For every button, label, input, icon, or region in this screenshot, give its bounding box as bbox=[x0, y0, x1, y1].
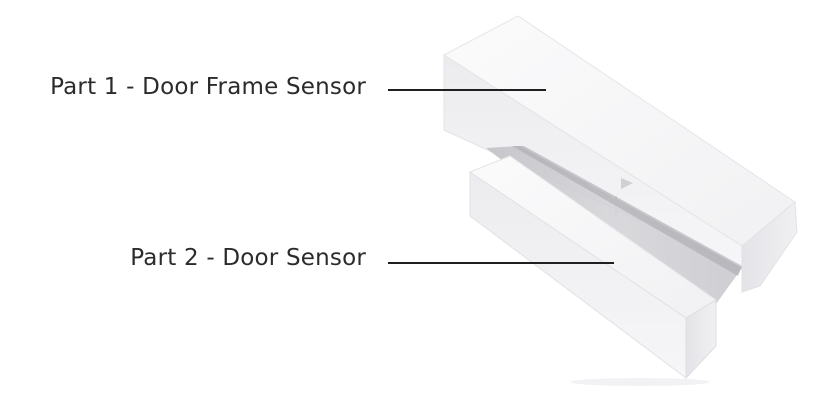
door-sensor bbox=[468, 155, 717, 380]
door-frame-sensor bbox=[443, 15, 798, 293]
part1-callout-label: Part 1 - Door Frame Sensor bbox=[50, 74, 366, 100]
part1-leader-line bbox=[388, 89, 546, 91]
part2-leader-line bbox=[388, 262, 614, 264]
triangle-arrow-icon bbox=[621, 178, 633, 189]
part2-callout-label: Part 2 - Door Sensor bbox=[130, 245, 366, 271]
